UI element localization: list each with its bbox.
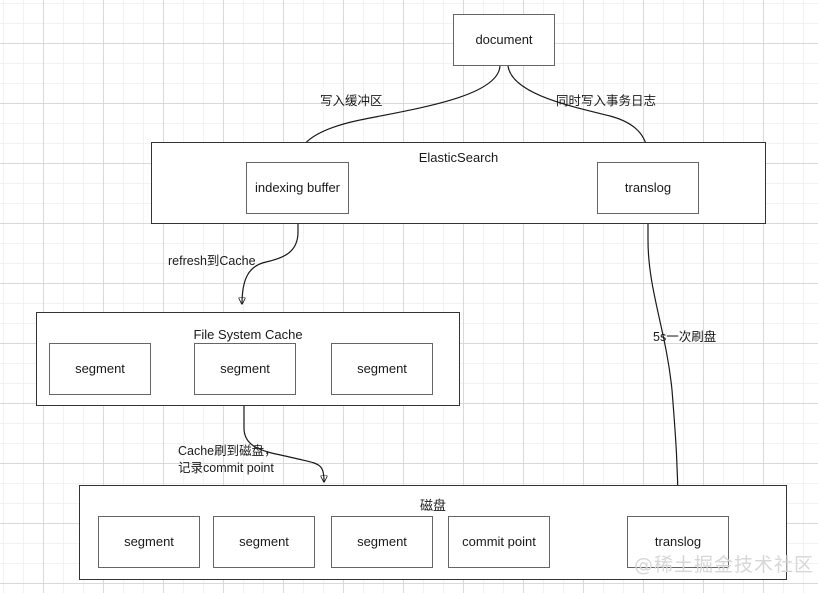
edge-label-cache-to-disk: Cache刷到磁盘， 记录commit point (178, 443, 277, 477)
edge-label-write-translog: 同时写入事务日志 (556, 94, 657, 108)
container-disk-title: 磁盘 (419, 498, 446, 513)
edge-label-refresh-to-cache: refresh到Cache (168, 254, 256, 268)
watermark: @稀土掘金技术社区 (634, 554, 815, 576)
node-cache-segment-1-label: segment (75, 361, 125, 377)
node-disk-segment-3-label: segment (357, 534, 407, 550)
node-cache-segment-2[interactable]: segment (194, 343, 296, 395)
node-disk-segment-1-label: segment (124, 534, 174, 550)
node-disk-commit-point[interactable]: commit point (448, 516, 550, 568)
node-cache-segment-2-label: segment (220, 361, 270, 377)
node-disk-translog[interactable]: translog (627, 516, 729, 568)
node-indexing-buffer[interactable]: indexing buffer (246, 162, 349, 214)
node-disk-segment-2-label: segment (239, 534, 289, 550)
container-elasticsearch-title: ElasticSearch (418, 150, 499, 165)
node-disk-commit-point-label: commit point (462, 534, 536, 550)
edge-label-write-buffer: 写入缓冲区 (320, 94, 383, 108)
node-document-label: document (475, 32, 533, 48)
node-cache-segment-3-label: segment (357, 361, 407, 377)
edge-label-flush-5s: 5s一次刷盘 (653, 330, 717, 344)
node-disk-segment-2[interactable]: segment (213, 516, 315, 568)
node-translog-es[interactable]: translog (597, 162, 699, 214)
node-disk-segment-3[interactable]: segment (331, 516, 433, 568)
node-cache-segment-3[interactable]: segment (331, 343, 433, 395)
edge-label-cache-to-disk-line2: 记录commit point (178, 460, 274, 475)
node-disk-translog-label: translog (654, 534, 702, 550)
container-file-system-cache-title: File System Cache (193, 327, 303, 342)
node-indexing-buffer-label: indexing buffer (254, 180, 341, 196)
node-cache-segment-1[interactable]: segment (49, 343, 151, 395)
node-document[interactable]: document (453, 14, 555, 66)
node-translog-es-label: translog (624, 180, 672, 196)
edge-label-cache-to-disk-line1: Cache刷到磁盘， (178, 444, 277, 458)
node-disk-segment-1[interactable]: segment (98, 516, 200, 568)
connector-translog-to-disk-translog (647, 215, 678, 512)
